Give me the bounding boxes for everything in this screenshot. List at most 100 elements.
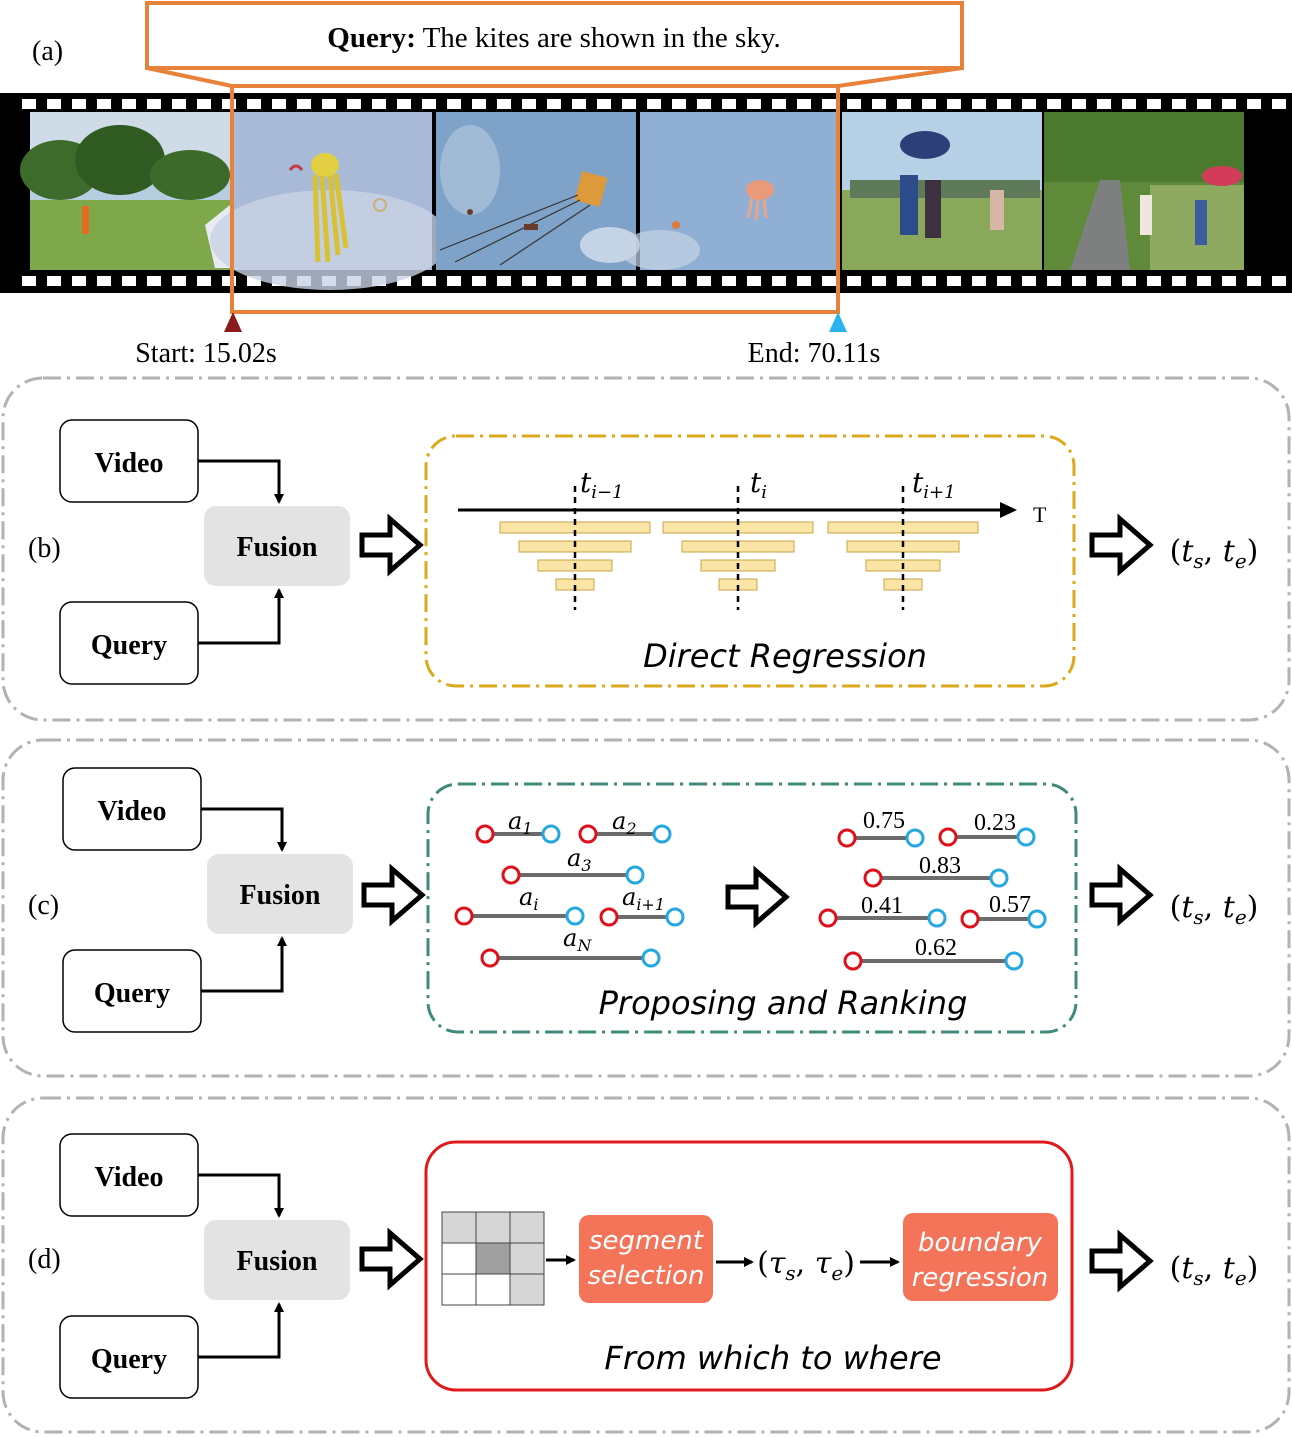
perforation bbox=[372, 99, 386, 109]
perforation bbox=[472, 99, 486, 109]
anchor-label-aN: aN bbox=[563, 924, 592, 955]
tick-label-t-i: ti bbox=[750, 466, 767, 503]
film-perforations-top bbox=[22, 99, 1286, 109]
perforation bbox=[422, 99, 436, 109]
end-point-icon bbox=[1016, 827, 1036, 847]
panel-b-output: (ts, te) bbox=[1170, 534, 1259, 573]
perforation bbox=[772, 99, 786, 109]
direct-regression-box bbox=[424, 434, 1076, 688]
perforation bbox=[172, 99, 186, 109]
panel-d-label: (d) bbox=[28, 1244, 61, 1275]
perforation bbox=[297, 99, 311, 109]
end-point-icon bbox=[541, 824, 561, 844]
anchor-label-a2: a2 bbox=[612, 807, 637, 838]
segment-selection-line-2: selection bbox=[588, 1261, 705, 1291]
start-point-icon bbox=[501, 865, 521, 885]
start-point-icon bbox=[843, 951, 863, 971]
anchor-label-a1: a1 bbox=[508, 807, 533, 838]
panel-a: (a) Query: The kites are shown in the sk… bbox=[0, 1, 1292, 369]
perforation bbox=[822, 99, 836, 109]
perforation bbox=[847, 276, 861, 286]
perforation bbox=[1097, 276, 1111, 286]
perforation bbox=[522, 99, 536, 109]
end-point-icon bbox=[989, 868, 1009, 888]
end-marker-icon bbox=[829, 312, 847, 332]
perforation bbox=[247, 276, 261, 286]
perforation bbox=[1172, 99, 1186, 109]
crowd-path-frame bbox=[1044, 112, 1244, 270]
perforation bbox=[972, 276, 986, 286]
method-to-output-arrow-icon bbox=[1092, 869, 1150, 921]
fusion-box bbox=[204, 506, 350, 586]
panel-c-title: Proposing and Ranking bbox=[599, 984, 968, 1022]
perforation bbox=[997, 99, 1011, 109]
perforation bbox=[1072, 99, 1086, 109]
perforation bbox=[847, 99, 861, 109]
boundary-regression-box bbox=[903, 1213, 1058, 1301]
fusion-label: Fusion bbox=[237, 532, 318, 563]
query-callout-text: Query: The kites are shown in the sky. bbox=[327, 22, 780, 54]
perforation bbox=[1222, 99, 1236, 109]
perforation bbox=[197, 276, 211, 286]
coarse-boundary-label: (τs, τe) bbox=[757, 1246, 855, 1285]
panel-c-label: (c) bbox=[28, 890, 59, 921]
anchor-label-ai: ai bbox=[519, 883, 538, 914]
query-to-fusion-arrow bbox=[198, 1302, 284, 1359]
perforation bbox=[422, 276, 436, 286]
perforation bbox=[22, 276, 36, 286]
end-point-icon bbox=[565, 906, 585, 926]
perforation bbox=[597, 276, 611, 286]
score-label: 0.62 bbox=[915, 935, 957, 961]
perforation bbox=[122, 276, 136, 286]
jellyfish-kite-frame bbox=[620, 112, 840, 270]
panel-b: (b) Video Query Fusion T ti−1 ti ti+1 Di… bbox=[1, 376, 1291, 722]
boundary-regression-line-2: regression bbox=[912, 1263, 1049, 1293]
perforation bbox=[397, 276, 411, 286]
end-point-icon bbox=[905, 828, 925, 848]
anchor-proposals bbox=[454, 824, 685, 968]
score-label: 0.57 bbox=[989, 892, 1031, 918]
perforation bbox=[697, 276, 711, 286]
perforation bbox=[147, 99, 161, 109]
fusion-label: Fusion bbox=[240, 880, 321, 911]
perforation bbox=[1222, 276, 1236, 286]
perforation bbox=[472, 276, 486, 286]
panel-a-label: (a) bbox=[32, 36, 63, 67]
anchor-label-a3: a3 bbox=[567, 844, 592, 875]
perforation bbox=[222, 276, 236, 286]
fusion-to-method-arrow-icon bbox=[364, 869, 422, 921]
end-point-icon bbox=[1027, 909, 1047, 929]
score-label: 0.75 bbox=[863, 808, 905, 834]
perforation bbox=[647, 276, 661, 286]
perforation bbox=[322, 99, 336, 109]
perforation bbox=[1272, 276, 1286, 286]
perforation bbox=[922, 276, 936, 286]
panel-c-frame bbox=[1, 738, 1291, 1078]
perforation bbox=[872, 99, 886, 109]
perforation bbox=[1072, 276, 1086, 286]
video-input-label: Video bbox=[98, 796, 167, 827]
start-point-icon bbox=[938, 827, 958, 847]
perforation bbox=[897, 99, 911, 109]
video-to-fusion-arrow bbox=[201, 807, 287, 852]
perforation bbox=[947, 276, 961, 286]
perforation bbox=[347, 99, 361, 109]
perforation bbox=[497, 99, 511, 109]
fusion-box bbox=[207, 854, 353, 934]
perforation bbox=[722, 276, 736, 286]
perforation bbox=[972, 99, 986, 109]
park-field-frame bbox=[20, 112, 230, 270]
perforation bbox=[147, 276, 161, 286]
perforation bbox=[622, 99, 636, 109]
query-bold-label: Query: bbox=[327, 22, 416, 54]
start-point-icon bbox=[599, 907, 619, 927]
start-marker-icon bbox=[224, 312, 242, 332]
method-to-output-arrow-icon bbox=[1092, 519, 1150, 571]
query-callout-box bbox=[145, 1, 964, 70]
perforation bbox=[47, 276, 61, 286]
perforation bbox=[272, 99, 286, 109]
perforation bbox=[1147, 276, 1161, 286]
start-point-icon bbox=[960, 909, 980, 929]
people-umbrella-frame bbox=[842, 112, 1042, 270]
query-input-label: Query bbox=[91, 1344, 167, 1375]
